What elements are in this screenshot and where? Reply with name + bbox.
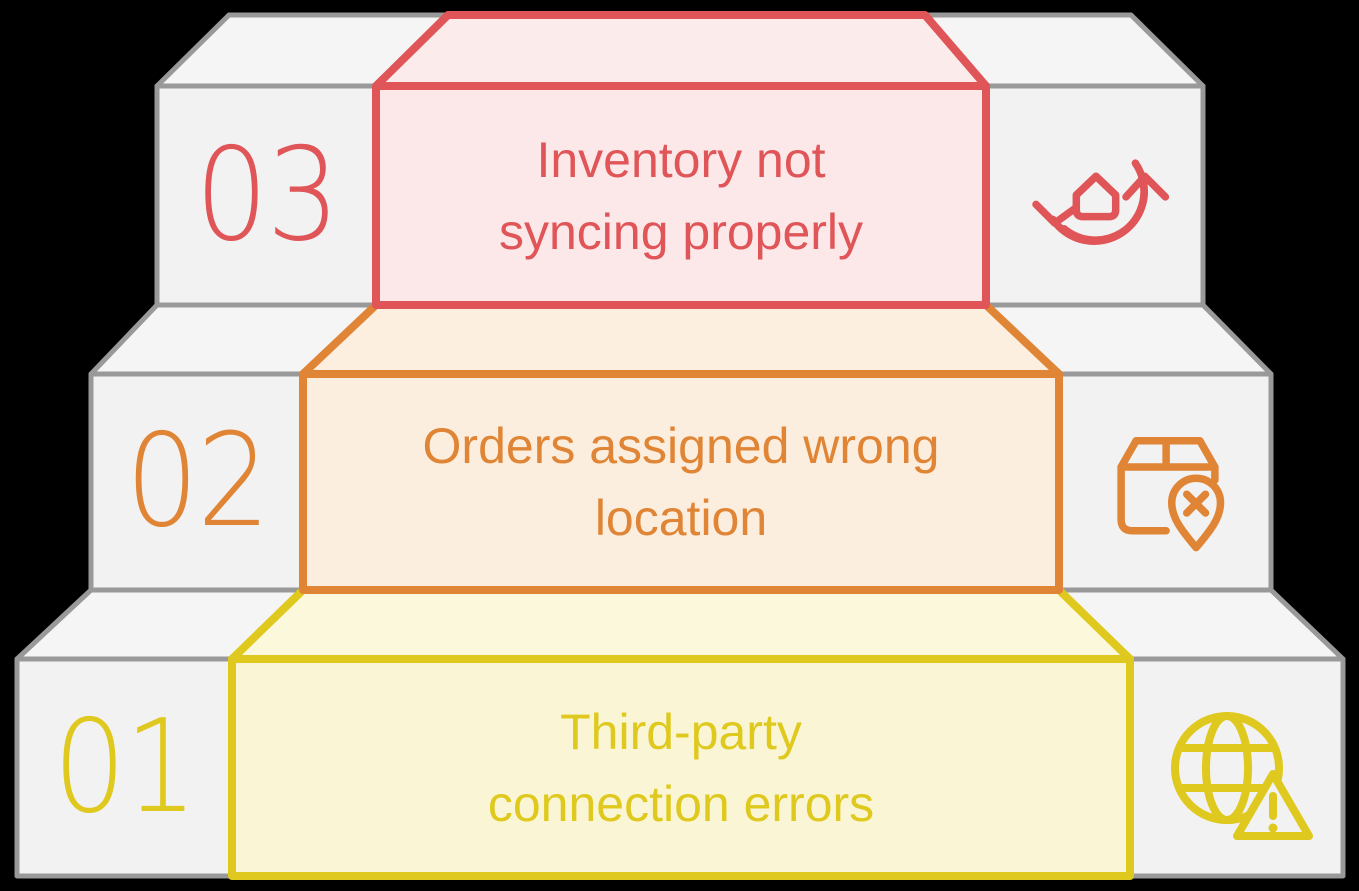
step-01-banner	[228, 586, 1134, 880]
step-02-label-line-1: Orders assigned wrong	[422, 418, 940, 474]
step-01-banner-top-face	[228, 586, 1134, 663]
step-03-label: Inventory not syncing properly	[376, 86, 986, 305]
step-02-banner	[299, 301, 1063, 594]
step-01-number: 01	[53, 692, 198, 842]
step-03-label-line-2: syncing properly	[498, 203, 864, 260]
step-01-label-line-2: connection errors	[487, 775, 875, 832]
globe-warning-icon	[1171, 712, 1313, 840]
step-03-label-line-1: Inventory not	[536, 131, 826, 188]
inventory-sync-icon	[1032, 159, 1170, 245]
step-01-banner-front	[228, 655, 1134, 880]
step-01-label-line-1: Third-party	[560, 703, 802, 760]
step-03-number: 03	[195, 120, 340, 270]
step-01-label: Third-party connection errors	[232, 659, 1130, 876]
step-03-banner-front	[372, 82, 990, 309]
step-03-banner-top-face	[372, 11, 990, 90]
step-02-label: Orders assigned wrong location	[303, 374, 1059, 590]
step-03-banner	[372, 11, 990, 309]
step-02-number: 02	[125, 407, 271, 556]
step-02-label-line-2: location	[594, 490, 768, 546]
step-02-banner-top-face	[299, 301, 1063, 378]
step-02-banner-front	[299, 370, 1063, 594]
package-wrong-location-icon	[1117, 437, 1225, 552]
